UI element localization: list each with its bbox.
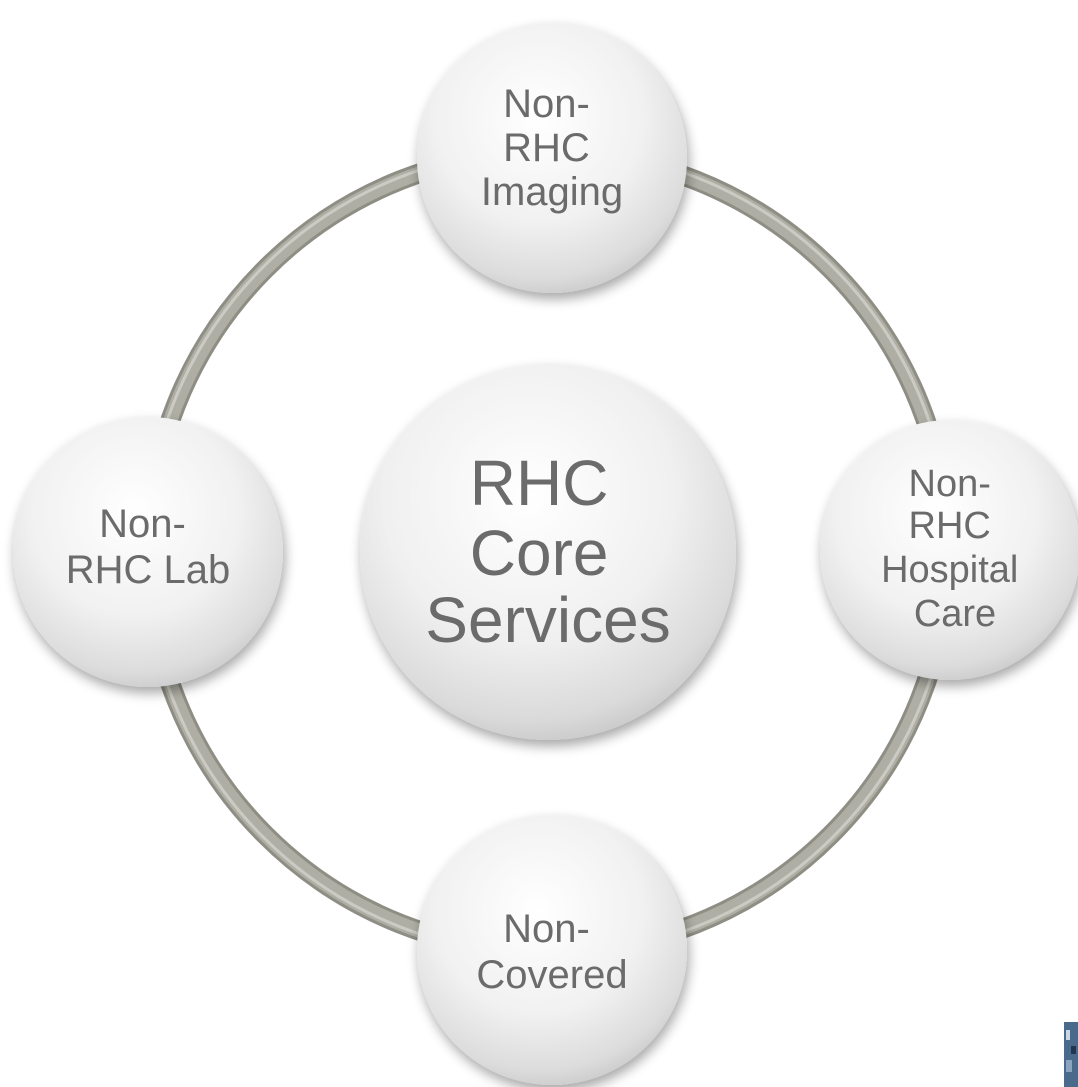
node-line: Hospital: [881, 549, 1018, 591]
node-label: Non- RHC Hospital Care: [881, 463, 1029, 635]
center-line: Core: [470, 517, 609, 589]
corner-image-fragment: [1064, 1022, 1078, 1087]
node-non-covered: Non- Covered: [417, 815, 687, 1085]
node-line: RHC: [909, 505, 991, 547]
center-node: RHC Core Services: [360, 364, 736, 740]
center-line: RHC: [470, 447, 609, 519]
node-line: RHC Lab: [66, 548, 231, 592]
node-non-rhc-lab: Non- RHC Lab: [13, 417, 283, 687]
center-line: Services: [425, 584, 670, 656]
node-line: RHC: [503, 126, 590, 170]
node-non-rhc-imaging: Non- RHC Imaging: [417, 23, 687, 293]
node-label: Non- RHC Lab: [66, 502, 231, 592]
node-line: Non-: [909, 463, 991, 505]
node-line: Non-: [99, 502, 186, 546]
node-line: Non-: [503, 82, 590, 126]
node-line: Imaging: [481, 170, 623, 214]
node-non-rhc-hospital-care: Non- RHC Hospital Care: [820, 420, 1078, 680]
node-label: Non- Covered: [476, 907, 627, 997]
node-line: Care: [914, 593, 996, 635]
node-line: Covered: [476, 953, 627, 997]
center-node-label: RHC Core Services: [425, 447, 670, 656]
node-line: Non-: [503, 907, 590, 951]
node-label: Non- RHC Imaging: [481, 82, 623, 214]
